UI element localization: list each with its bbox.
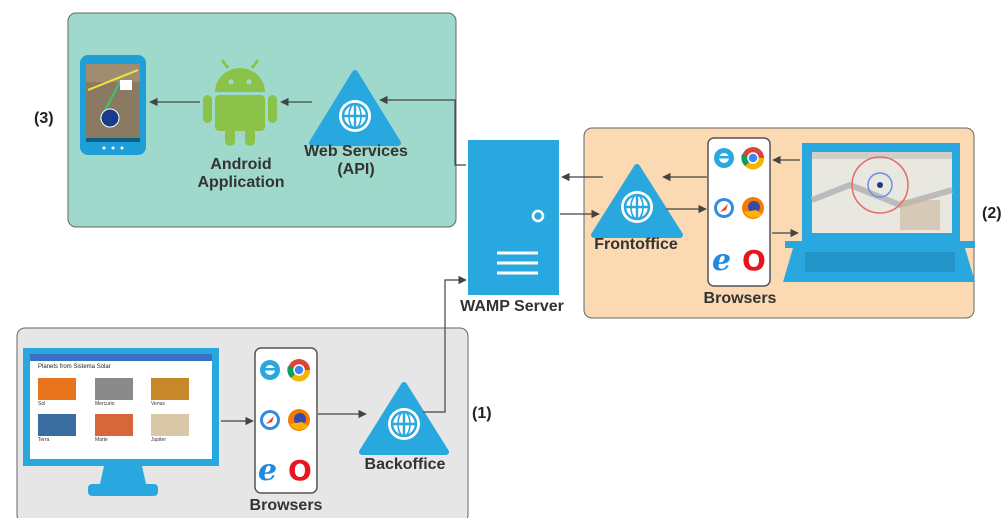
- laptop-map-icon: [783, 143, 975, 282]
- safari-icon: [714, 198, 734, 218]
- android-robot-icon: [203, 59, 277, 146]
- firefox-icon: [742, 197, 764, 219]
- screen-card-label: Sol: [38, 401, 46, 407]
- safari-icon: [260, 410, 280, 430]
- wamp-server-label: WAMP Server: [460, 298, 564, 315]
- ref-mobile: (3): [34, 110, 54, 127]
- frontoffice-label: Frontoffice: [594, 236, 678, 253]
- opera-icon: O: [742, 244, 766, 277]
- ref-frontoffice: (2): [982, 205, 1002, 222]
- ref-backoffice: (1): [472, 405, 492, 422]
- desktop-monitor-icon: [23, 348, 219, 496]
- screen-card-label: Jupiter: [151, 437, 167, 443]
- browsers-panel-back: e O: [254, 347, 318, 494]
- backoffice-globe-icon: [359, 382, 449, 455]
- edge-backoffice-to-server: [423, 275, 467, 413]
- opera-icon: O: [288, 454, 312, 487]
- edge-server-to-api: [379, 95, 466, 166]
- browsers-panel-front: e O: [707, 137, 771, 287]
- server-tower-icon: [468, 140, 559, 295]
- firefox-icon: [288, 409, 310, 431]
- screen-card-label: Mercurio: [95, 401, 115, 407]
- web-services-label: Web Services (API): [304, 143, 408, 179]
- ie-edge-icon: e: [258, 453, 277, 488]
- smartphone-icon: [80, 55, 146, 155]
- browsers-label-front: Browsers: [703, 290, 777, 307]
- backoffice-label: Backoffice: [364, 456, 446, 473]
- internet-explorer-icon: [260, 360, 280, 380]
- screen-title: Planets from Sistema Solar: [38, 364, 111, 370]
- frontoffice-globe-icon: [591, 164, 683, 238]
- internet-explorer-icon: [714, 148, 734, 168]
- android-application-label: Android Application: [197, 156, 285, 192]
- web-service-globe-icon: [309, 70, 401, 146]
- screen-card-label: Venus: [151, 401, 165, 407]
- chrome-icon: [741, 147, 765, 170]
- screen-card-label: Marte: [95, 437, 108, 443]
- chrome-icon: [287, 359, 311, 382]
- screen-card-label: Terra: [38, 437, 50, 443]
- edges: [149, 95, 800, 426]
- ie-edge-icon: e: [712, 243, 731, 278]
- browsers-label-back: Browsers: [249, 497, 323, 514]
